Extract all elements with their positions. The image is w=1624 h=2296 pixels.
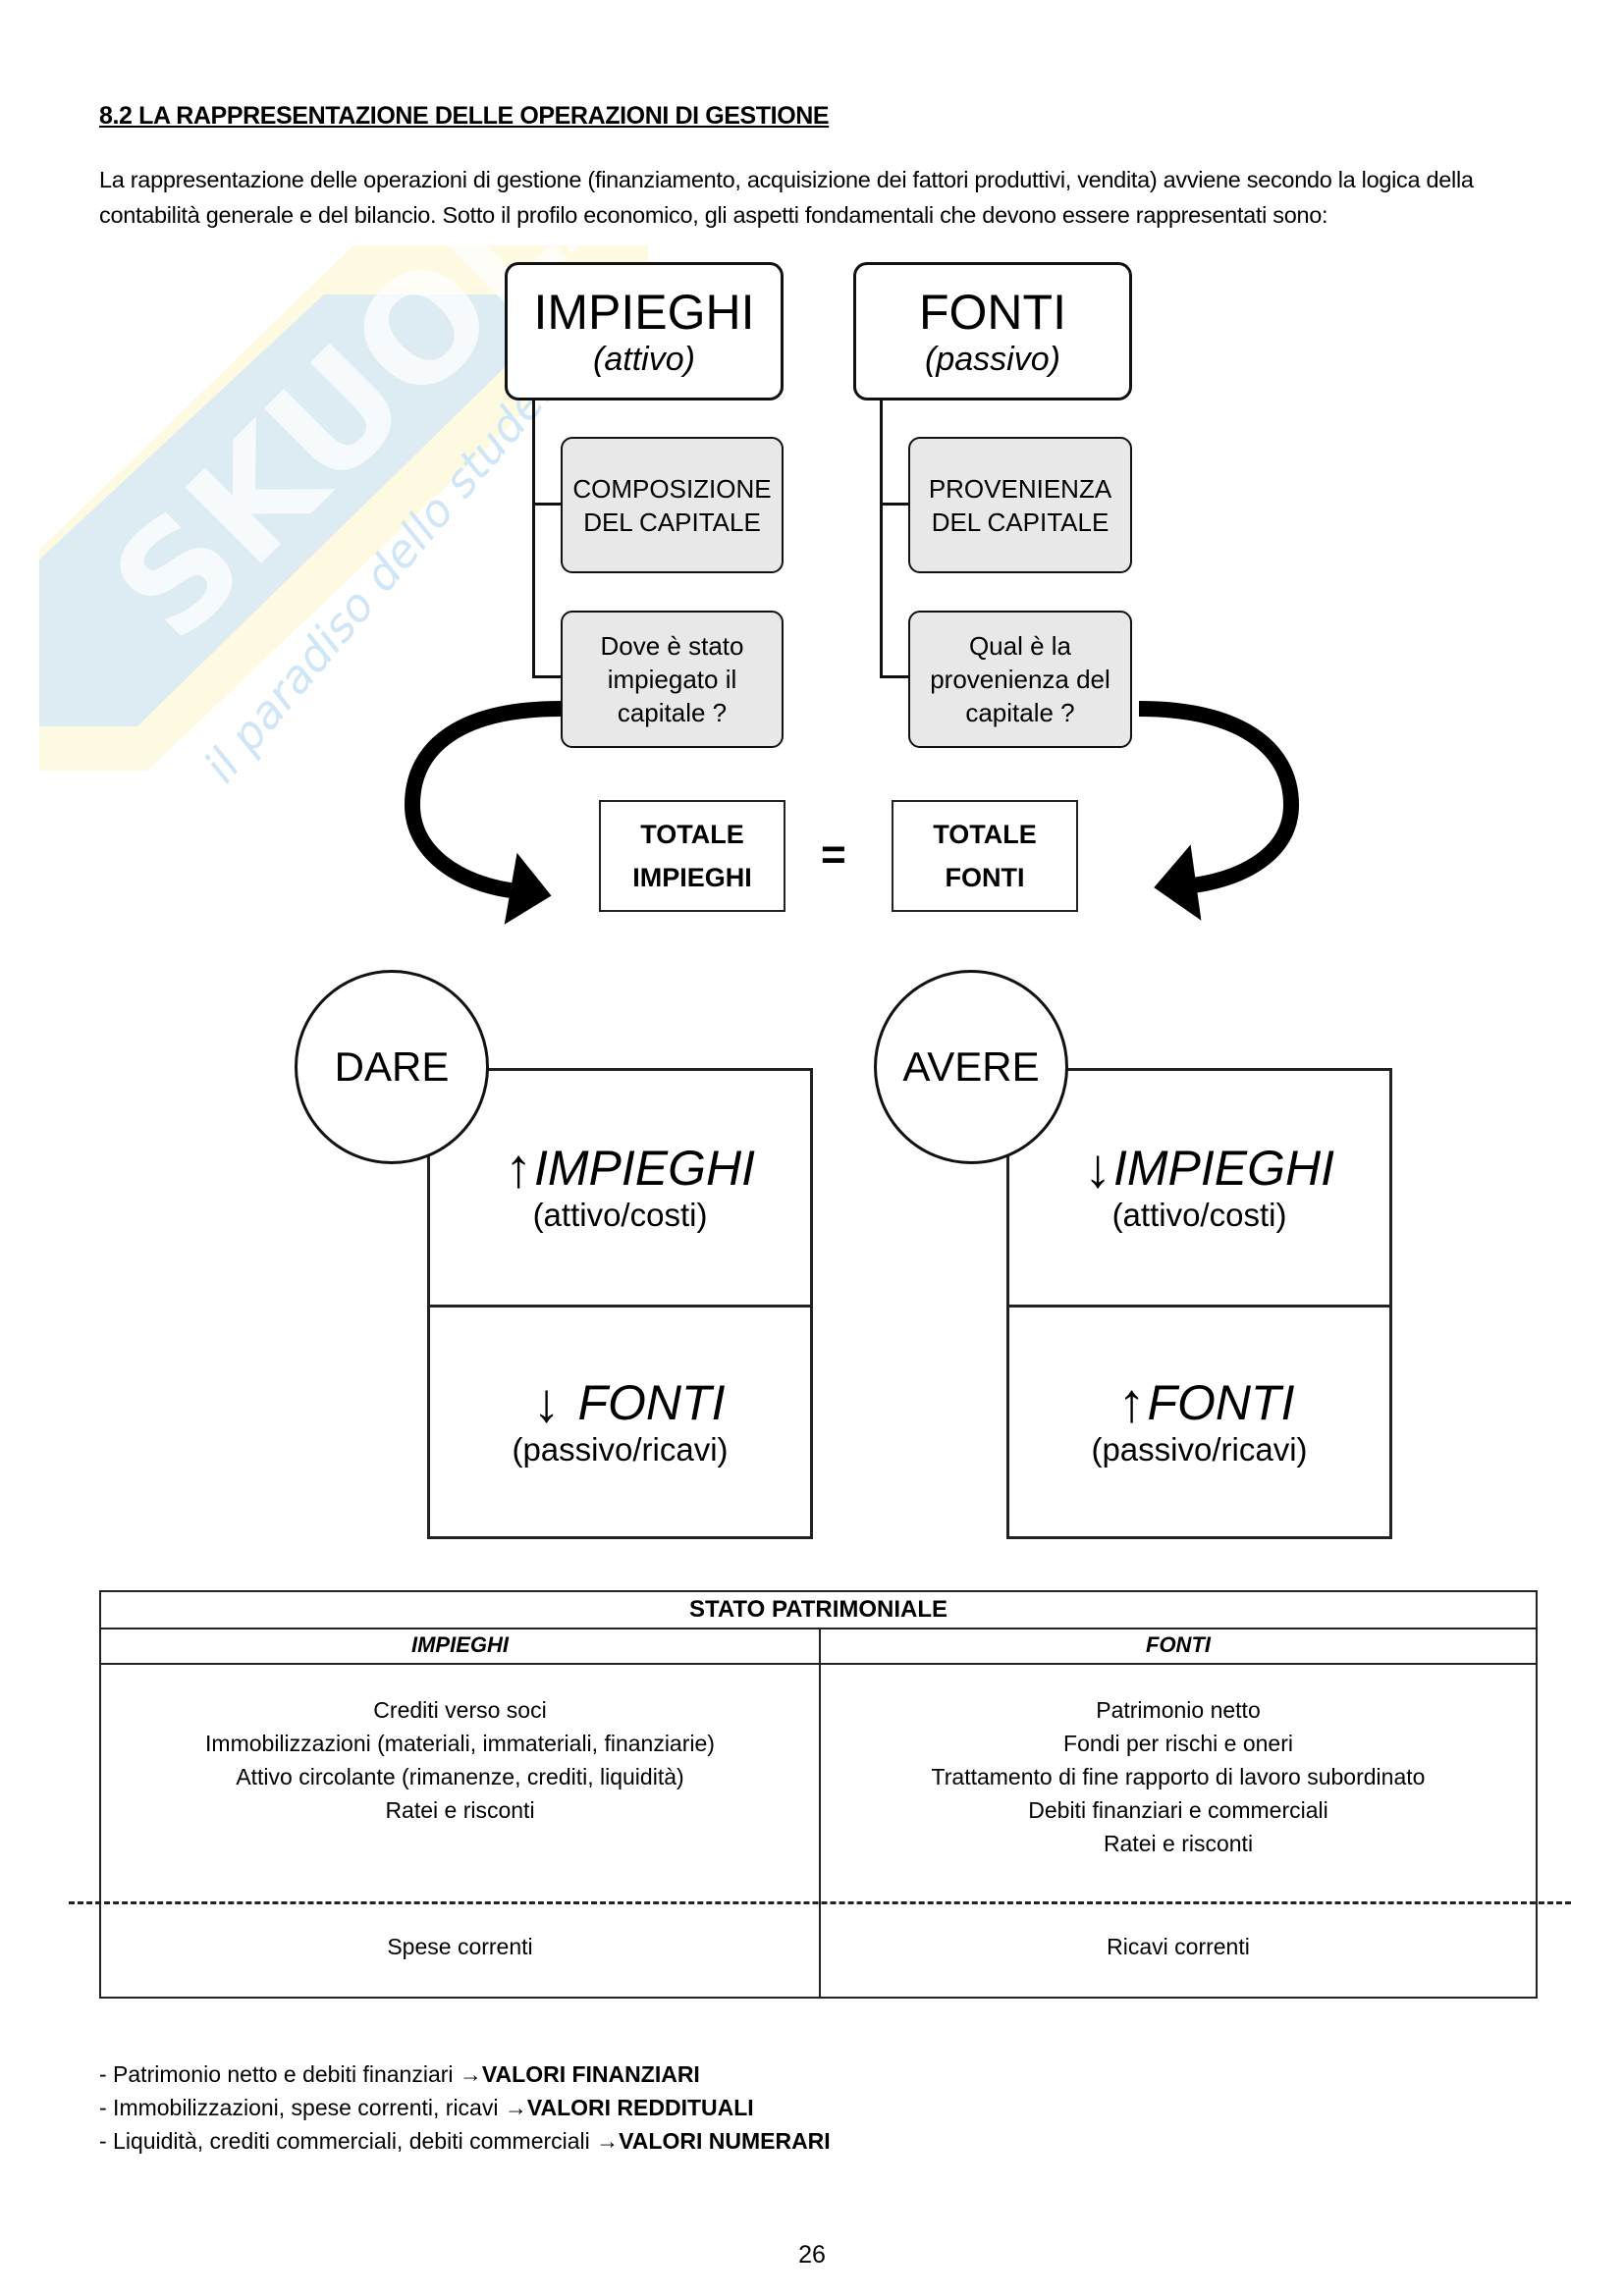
connector-branch [532,675,562,678]
avere-account-box: ↓IMPIEGHI (attivo/costi) ↑FONTI (passivo… [1006,1068,1392,1539]
impieghi-subtitle: (attivo) [593,340,695,378]
box-line: DEL CAPITALE [583,507,761,537]
box-line: capitale ? [965,698,1075,727]
fonti-title: FONTI [919,284,1066,340]
impieghi-connector [532,400,535,678]
table-item: Spese correnti [387,1934,533,1959]
composizione-capitale-box: COMPOSIZIONE DEL CAPITALE [561,437,784,573]
box-line: provenienza del [930,665,1110,694]
table-item: Debiti finanziari e commerciali [1028,1797,1328,1823]
table-item: Attivo circolante (rimanenze, crediti, l… [236,1764,684,1789]
avere-top-title: IMPIEGHI [1112,1141,1335,1196]
column-divider [819,1628,821,1997]
totale-line: TOTALE [933,820,1037,849]
box-line: Qual è la [968,631,1072,661]
section-title: 8.2 LA RAPPRESENTAZIONE DELLE OPERAZIONI… [99,102,830,130]
arrow-up-icon: ↑ [1117,1370,1146,1433]
classification-list: - Patrimonio netto e debiti finanziari →… [99,2057,831,2158]
spese-correnti-cell: Spese correnti [101,1930,819,1963]
box-line: COMPOSIZIONE [572,473,772,504]
connector-branch [880,503,909,506]
arrow-right-icon: → [596,2128,620,2154]
fonti-subtitle: (passivo) [925,340,1060,378]
avere-bottom-section: ↑FONTI (passivo/ricavi) [1009,1308,1389,1536]
dare-top-title: IMPIEGHI [533,1141,756,1196]
impieghi-title: IMPIEGHI [533,284,755,340]
dare-bottom-title: FONTI [577,1374,726,1430]
arrow-down-icon: ↓ [532,1370,561,1433]
column-header-fonti: FONTI [821,1628,1536,1665]
table-title: STATO PATRIMONIALE [101,1592,1536,1629]
connector-branch [532,503,562,506]
connector-branch [880,675,909,678]
avere-bottom-sub: (passivo/ricavi) [1091,1430,1308,1468]
fonti-box: FONTI (passivo) [853,262,1132,400]
intro-paragraph: La rappresentazione delle operazioni di … [99,167,1474,228]
totale-impieghi-box: TOTALE IMPIEGHI [599,800,785,912]
dare-label: DARE [334,1043,450,1090]
column-header-impieghi: IMPIEGHI [101,1628,819,1665]
page-number: 26 [798,2241,826,2269]
arrow-up-icon: ↑ [504,1137,532,1199]
equals-sign: = [821,830,846,879]
fonti-connector [880,400,883,678]
table-item: Fondi per rischi e oneri [1063,1731,1293,1756]
impieghi-box: IMPIEGHI (attivo) [505,262,784,400]
dare-top-sub: (attivo/costi) [532,1197,708,1233]
dare-top-section: ↑IMPIEGHI (attivo/costi) [430,1071,810,1308]
stato-patrimoniale-table: STATO PATRIMONIALE IMPIEGHI FONTI Credit… [99,1590,1538,1999]
box-line: PROVENIENZA [928,473,1112,504]
table-item: Ricavi correnti [1107,1934,1250,1959]
box-line: impiegato il [607,665,737,694]
totale-line: IMPIEGHI [632,863,752,892]
qual-provenienza-box: Qual è la provenienza del capitale ? [908,611,1132,748]
list-item: - Immobilizzazioni, spese correnti, rica… [99,2095,754,2120]
list-item: - Liquidità, crediti commerciali, debiti… [99,2128,831,2154]
curved-arrow-left-icon [404,701,562,925]
dare-circle: DARE [295,970,489,1164]
curved-arrows [404,701,1300,925]
dare-bottom-section: ↓ FONTI (passivo/ricavi) [430,1308,810,1536]
list-item: - Patrimonio netto e debiti finanziari →… [99,2061,700,2087]
curved-arrow-right-icon [1138,701,1300,921]
totale-line: FONTI [945,863,1025,892]
box-line: DEL CAPITALE [931,507,1110,537]
table-item: Ratei e risconti [385,1797,535,1823]
arrow-down-icon: ↓ [1083,1137,1111,1199]
dare-account-box: ↑IMPIEGHI (attivo/costi) ↓ FONTI (passivo… [427,1068,813,1539]
totale-line: TOTALE [640,820,744,849]
arrow-right-icon: → [504,2095,527,2120]
dare-bottom-sub: (passivo/ricavi) [512,1430,729,1468]
avere-label: AVERE [902,1043,1040,1090]
avere-bottom-title: FONTI [1147,1374,1295,1430]
avere-top-section: ↓IMPIEGHI (attivo/costi) [1009,1071,1389,1308]
dashed-separator [69,1901,1571,1904]
impieghi-items: Crediti verso soci Immobilizzazioni (mat… [101,1693,819,1827]
provenienza-capitale-box: PROVENIENZA DEL CAPITALE [908,437,1132,573]
table-item: Crediti verso soci [373,1697,547,1723]
avere-top-sub: (attivo/costi) [1111,1197,1287,1233]
table-item: Ratei e risconti [1103,1831,1254,1856]
table-item: Immobilizzazioni (materiali, immateriali… [205,1731,715,1756]
box-line: capitale ? [617,698,728,727]
table-item: Patrimonio netto [1096,1697,1261,1723]
dove-impiegato-box: Dove è stato impiegato il capitale ? [561,611,784,748]
arrow-right-icon: → [459,2061,482,2087]
table-item: Trattamento di fine rapporto di lavoro s… [931,1764,1426,1789]
box-line: Dove è stato [600,631,744,661]
ricavi-correnti-cell: Ricavi correnti [821,1930,1536,1963]
avere-circle: AVERE [874,970,1068,1164]
fonti-items: Patrimonio netto Fondi per rischi e oner… [821,1693,1536,1860]
totale-fonti-box: TOTALE FONTI [892,800,1078,912]
